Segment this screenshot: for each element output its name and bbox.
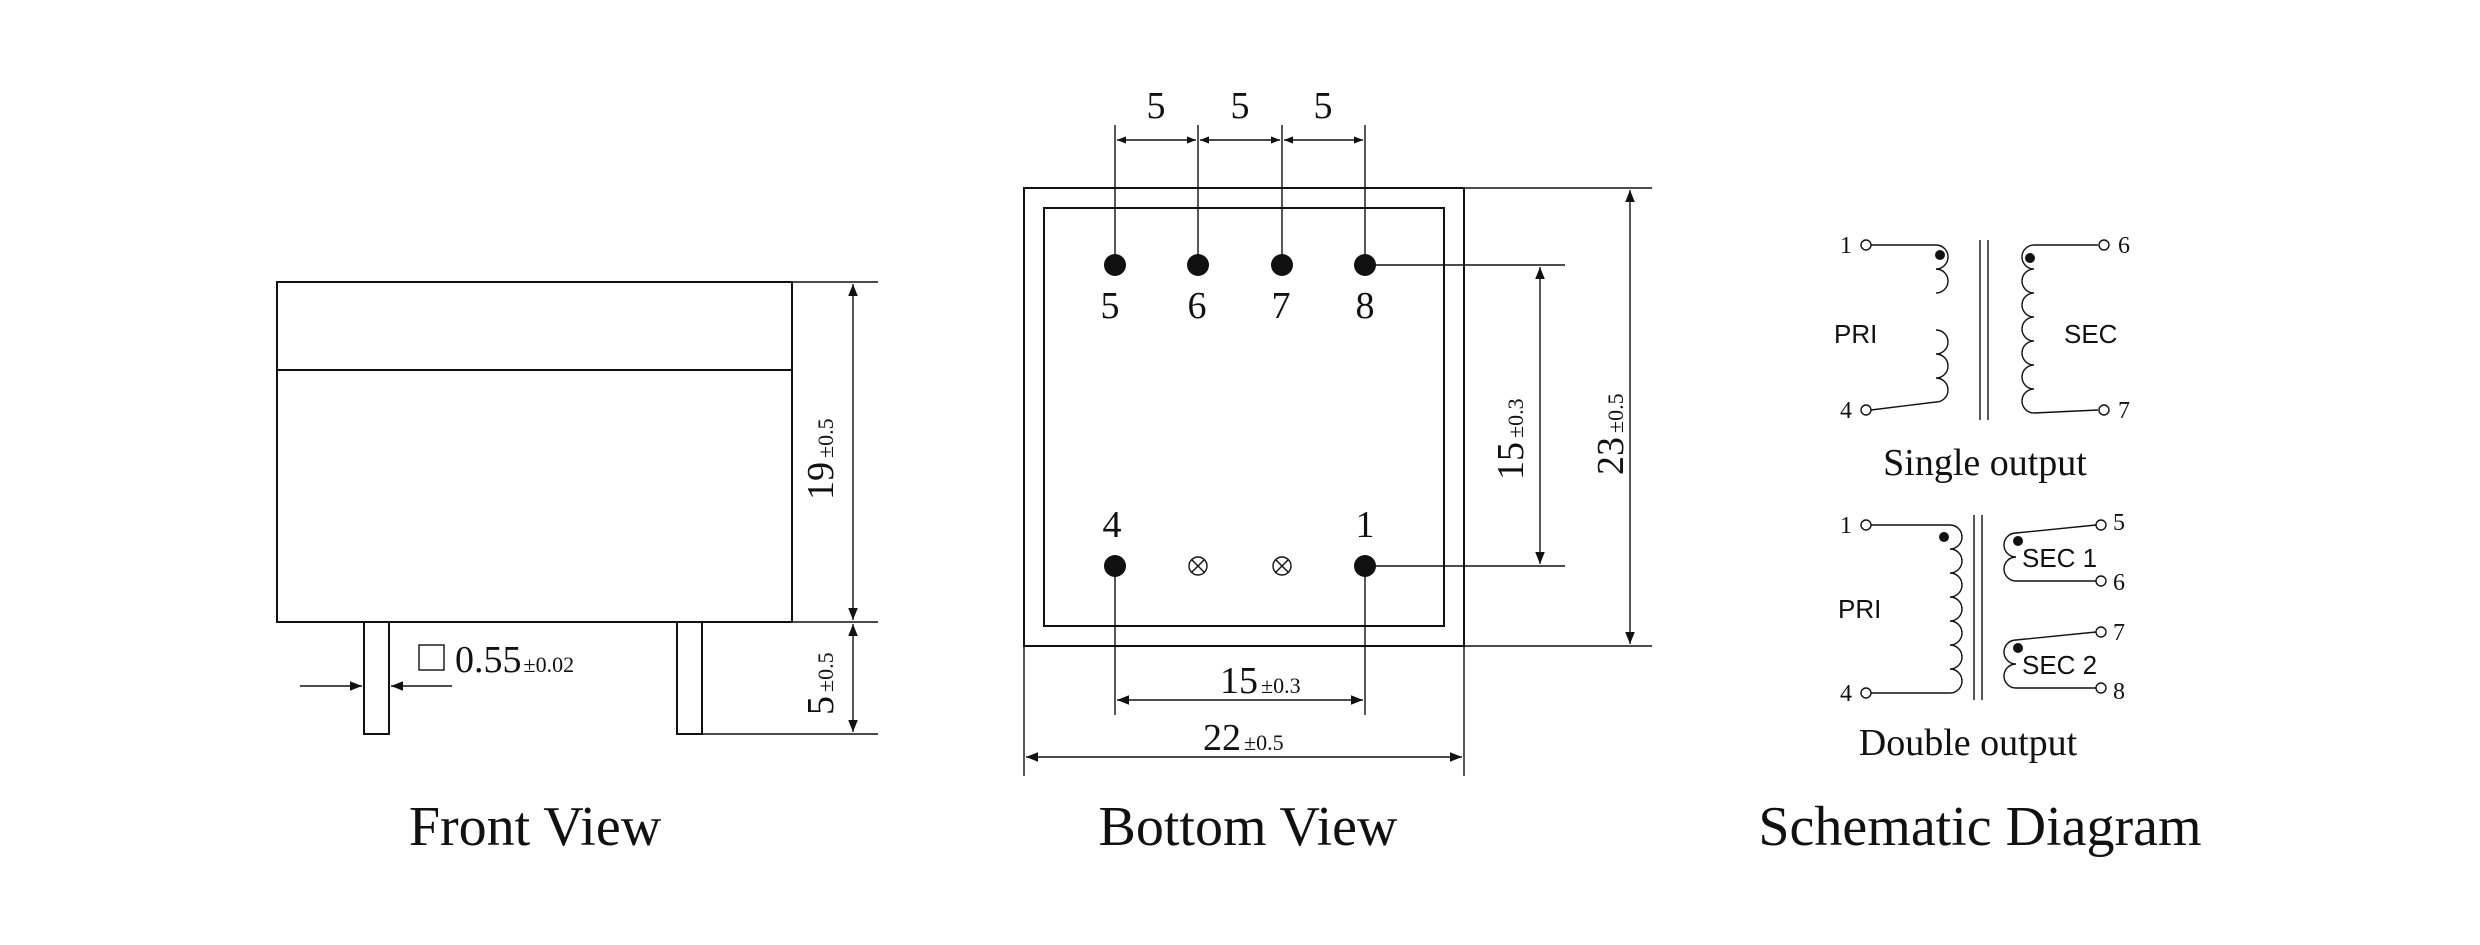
pin-number: 6	[2118, 233, 2130, 259]
dim-col-span-label: 15±0.3	[1220, 660, 1301, 702]
secondary-winding	[2003, 639, 2017, 689]
square-pin-icon	[418, 644, 445, 671]
primary-winding	[1935, 329, 1949, 403]
front-view-title: Front View	[409, 796, 662, 858]
no-pin-icon	[1188, 556, 1208, 576]
pri-label: PRI	[1838, 594, 1881, 624]
polarity-dot	[2025, 253, 2035, 263]
polarity-dot	[2013, 643, 2023, 653]
polarity-dot	[2013, 536, 2023, 546]
pin-dot	[1271, 254, 1293, 276]
sec2-label: SEC 2	[2022, 650, 2097, 680]
secondary-winding	[2003, 532, 2017, 582]
pin-number: 6	[2113, 570, 2125, 596]
terminal-circle	[2098, 404, 2110, 416]
pin-dot	[1104, 254, 1126, 276]
dim-bottom-height-label: 23±0.5	[1590, 393, 1632, 475]
pin-number: 1	[1840, 513, 1852, 539]
dim-pitch-label: 5	[1314, 85, 1333, 127]
pin-number: 7	[2118, 398, 2130, 424]
pin-size-label: 0.55±0.02	[455, 639, 574, 681]
pin-number: 8	[2113, 679, 2125, 705]
pin-number: 1	[1840, 233, 1852, 259]
terminal-circle	[2095, 626, 2107, 638]
pin-number: 4	[1103, 504, 1122, 546]
pin-number: 1	[1356, 504, 1375, 546]
pri-label: PRI	[1834, 319, 1877, 349]
terminal-circle	[1860, 404, 1872, 416]
double-output-schematic: 1 4 5 6 7 8 PRI SEC 1 SEC 2 Double outpu…	[1838, 510, 2125, 764]
schematic-diagram: 1 4 6 7 PRI SEC Single output	[1758, 233, 2201, 858]
bottom-inner-body	[1043, 207, 1445, 627]
terminal-circle	[1860, 519, 1872, 531]
pin-number: 7	[2113, 620, 2125, 646]
pin-number: 4	[1840, 681, 1852, 707]
terminal-circle	[1860, 239, 1872, 251]
dim-front-height-label: 19±0.5	[800, 418, 842, 500]
pin-number: 4	[1840, 398, 1852, 424]
lead-wire	[1870, 401, 1937, 411]
pin-number: 5	[2113, 510, 2125, 536]
pin-dot	[1187, 254, 1209, 276]
front-view: 19±0.5 5±0.5 0.55±0.02 Front View	[276, 281, 878, 858]
pin-number: 6	[1188, 285, 1207, 327]
dim-bottom-width-label: 22±0.5	[1203, 717, 1284, 759]
front-body	[276, 281, 793, 623]
single-output-schematic: 1 4 6 7 PRI SEC Single output	[1834, 233, 2130, 484]
terminal-circle	[1860, 687, 1872, 699]
dim-pitch-label: 5	[1147, 85, 1166, 127]
sec-label: SEC	[2064, 319, 2117, 349]
dim-front-pin-length-label: 5±0.5	[800, 652, 842, 715]
terminal-circle	[2095, 575, 2107, 587]
secondary-winding	[2021, 244, 2035, 414]
bottom-view: 5 5 5 5 6 7 8 4 1 15±0.3	[1023, 85, 1652, 858]
schematic-title: Schematic Diagram	[1758, 796, 2201, 858]
bottom-view-title: Bottom View	[1099, 796, 1399, 858]
double-output-caption: Double output	[1859, 722, 2078, 764]
primary-winding	[1949, 524, 1963, 694]
sec1-label: SEC 1	[2022, 543, 2097, 573]
lead-wire	[2015, 631, 2097, 641]
pin-number: 8	[1356, 285, 1375, 327]
dim-row-span-label: 15±0.3	[1490, 398, 1532, 480]
dim-pitch-label: 5	[1231, 85, 1250, 127]
single-output-caption: Single output	[1883, 442, 2087, 484]
lead-wire	[2015, 524, 2097, 534]
terminal-circle	[2095, 519, 2107, 531]
bottom-outer-body	[1023, 187, 1465, 647]
lead-wire	[2033, 409, 2099, 414]
pin-number: 7	[1272, 285, 1291, 327]
front-pin-left	[363, 621, 390, 735]
terminal-circle	[2095, 682, 2107, 694]
polarity-dot	[1939, 532, 1949, 542]
polarity-dot	[1935, 250, 1945, 260]
primary-winding	[1935, 244, 1949, 294]
terminal-circle	[2098, 239, 2110, 251]
pin-number: 5	[1101, 285, 1120, 327]
front-pin-right	[676, 621, 703, 735]
no-pin-icon	[1272, 556, 1292, 576]
